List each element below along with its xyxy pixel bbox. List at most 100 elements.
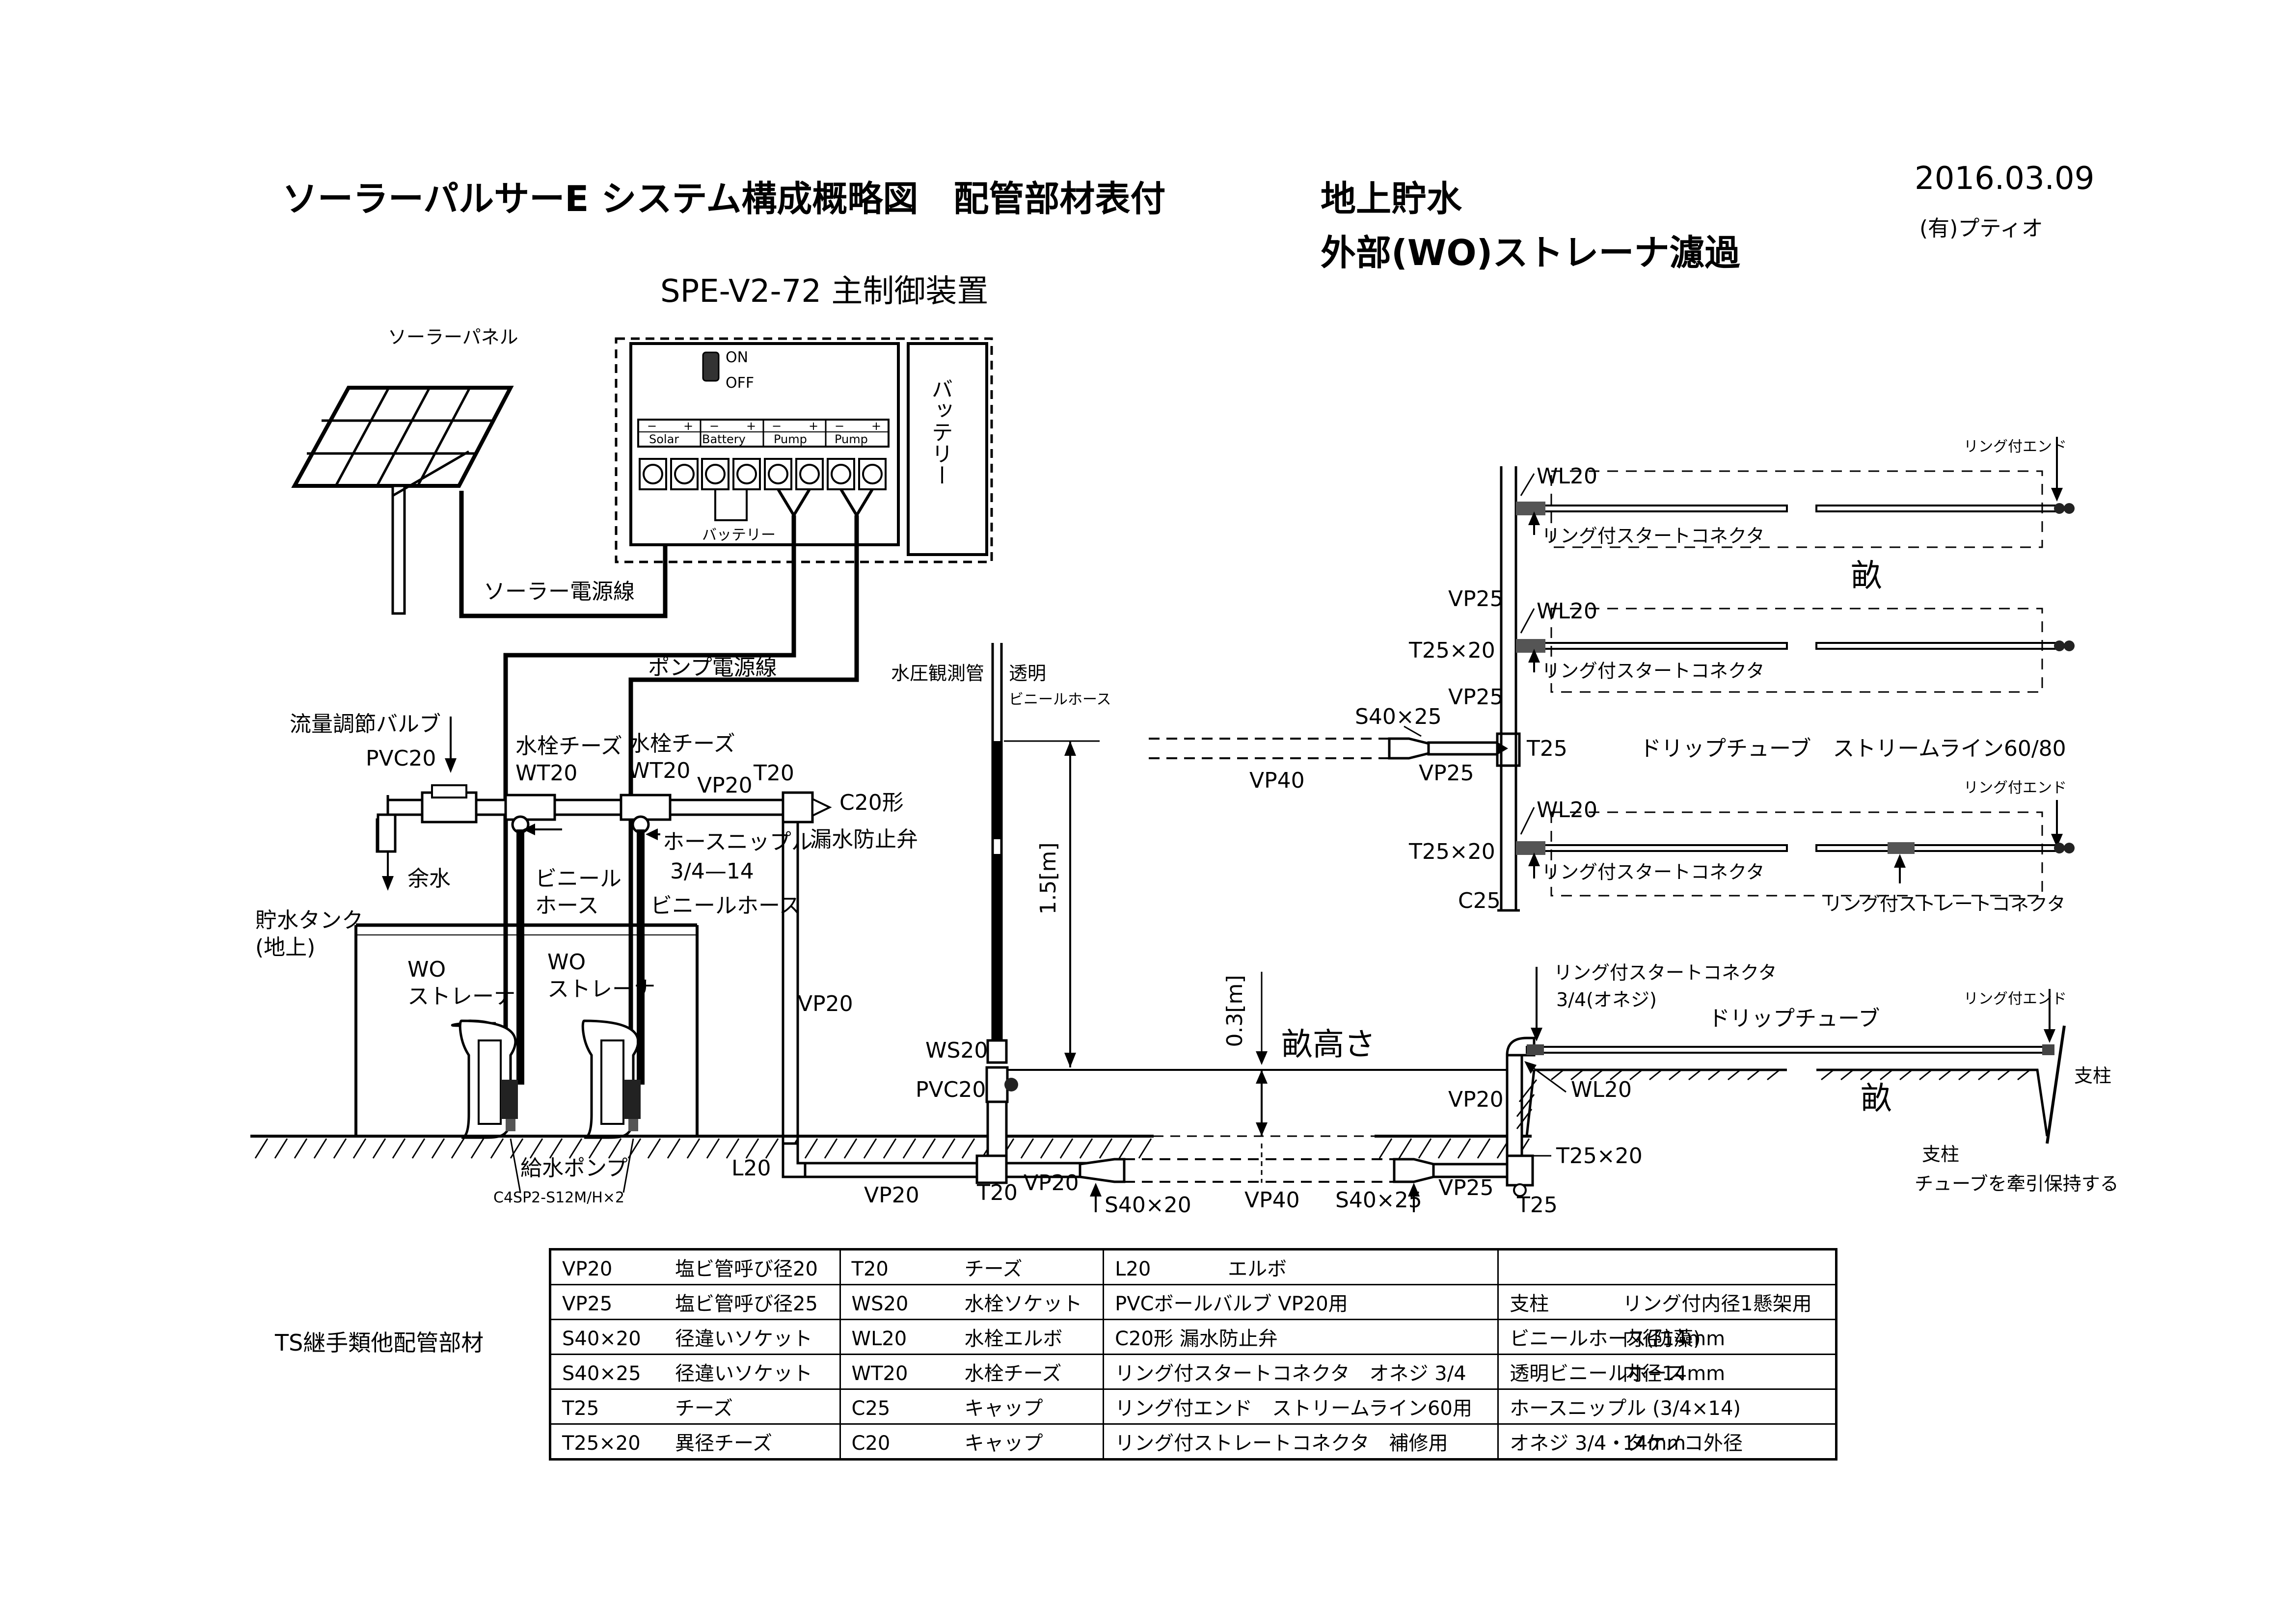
table-cell: リング付ストレートコネクタ 補修用 xyxy=(1103,1423,1499,1460)
vp25-mid-label: VP25 xyxy=(1419,761,1474,786)
terminal-minus-2: − xyxy=(709,419,719,433)
part-desc: チーズ xyxy=(964,1258,1023,1280)
t25x20-b-label: T25×20 xyxy=(1408,839,1495,864)
pvc-ball-valve[interactable] xyxy=(985,1066,1018,1103)
tap-tee-1 xyxy=(504,794,556,864)
part-desc: エルボ xyxy=(1228,1258,1287,1280)
hose-nipple-label: ホースニップル xyxy=(663,829,813,854)
part-code: L20 xyxy=(1115,1258,1151,1280)
c20-label: C20形 xyxy=(839,790,904,815)
part-desc: チーズ xyxy=(675,1397,733,1420)
t20-bottom xyxy=(975,1154,1008,1184)
part-desc: 14mm xyxy=(1622,1432,1686,1455)
wo1b-label: ストレーナ xyxy=(407,984,515,1009)
part-code: ビニールホース(防藻) xyxy=(1510,1328,1701,1350)
controller-outer xyxy=(615,337,993,563)
vp20-top-label: VP20 xyxy=(697,773,753,798)
wo1-label: WO xyxy=(407,957,446,982)
vp25-a-label: VP25 xyxy=(1448,586,1504,612)
part-desc: 内径14mm xyxy=(1622,1362,1726,1385)
terminal-plus-2: + xyxy=(746,419,756,433)
s40x20-label: S40×20 xyxy=(1105,1193,1191,1218)
tank-label: 貯水タンク xyxy=(255,908,363,933)
t25x20-a-label: T25×20 xyxy=(1408,638,1495,663)
ws20-fitting xyxy=(986,1039,1008,1064)
vp20-bot-label: VP20 xyxy=(864,1183,919,1208)
vp20-bot2-label: VP20 xyxy=(1024,1171,1079,1196)
s40x25-bot-label: S40×25 xyxy=(1335,1188,1422,1213)
battery-box xyxy=(907,342,988,556)
t20-top-label: T20 xyxy=(753,761,794,786)
part-code: T25×20 xyxy=(562,1432,641,1455)
solar-wire xyxy=(459,491,668,618)
terminal-plus-1: + xyxy=(683,419,693,433)
part-desc: 径違いソケット xyxy=(675,1328,812,1350)
wl20-bot-label: WL20 xyxy=(1571,1077,1632,1102)
ground-line-right xyxy=(1375,1135,1532,1159)
drip-tube-bottom xyxy=(1526,1046,2053,1054)
ring-end3-label: リング付エンド xyxy=(1964,779,2067,797)
table-cell xyxy=(1497,1249,1837,1285)
table-cell: 透明ビニールホース内径14mm xyxy=(1497,1354,1837,1390)
part-desc: リング付スタートコネクタ オネジ 3/4 xyxy=(1115,1362,1466,1385)
part-code: ホースニップル (3/4×14) xyxy=(1510,1397,1741,1420)
post-note2-label: チューブを牽引保持する xyxy=(1915,1173,2119,1195)
vp25-b-label: VP25 xyxy=(1448,685,1504,710)
company-text: (有)プティオ xyxy=(1919,216,2043,241)
terminal-minus-3: − xyxy=(772,419,782,433)
tap-tee2-label: 水栓チーズ xyxy=(628,731,735,756)
post-label: 支柱 xyxy=(2074,1065,2111,1087)
part-code: S40×20 xyxy=(562,1328,641,1350)
vp20-right-label: VP20 xyxy=(1448,1087,1504,1112)
elbow-l20 xyxy=(782,1142,807,1178)
leak-valve-label: 漏水防止弁 xyxy=(810,827,918,852)
t25-bottom xyxy=(1506,1154,1534,1187)
vp20-riser xyxy=(1506,1054,1523,1157)
solar-wire-label: ソーラー電源線 xyxy=(484,579,635,604)
part-code: 透明ビニールホース xyxy=(1510,1362,1686,1385)
table-cell: ホースニップル (3/4×14) xyxy=(1497,1388,1837,1425)
table-cell: S40×20 径違いソケット xyxy=(549,1319,841,1355)
vinyl-hose1-label: ビニール xyxy=(535,866,621,891)
part-desc: PVCボールバルブ VP20用 xyxy=(1115,1293,1348,1315)
ridge-bottom-right xyxy=(1816,1068,2049,1137)
terminal-pump1: Pump xyxy=(774,432,807,446)
wt20-2-label: WT20 xyxy=(628,758,690,783)
t20-top xyxy=(782,791,814,824)
date-text: 2016.03.09 xyxy=(1915,160,2094,197)
part-desc: 内径14mm xyxy=(1622,1328,1726,1350)
wt20-1-label: WT20 xyxy=(515,761,577,786)
part-code: WT20 xyxy=(851,1362,908,1385)
flow-valve[interactable] xyxy=(421,784,478,824)
part-code: WL20 xyxy=(851,1328,907,1350)
pressure-tube-label: 水圧観測管 xyxy=(891,663,984,684)
part-desc: 異径チーズ xyxy=(675,1432,772,1455)
parts-table-label: TS継手類他配管部材 xyxy=(275,1330,484,1356)
power-switch[interactable] xyxy=(702,351,720,382)
table-cell: C20形 漏水防止弁 xyxy=(1103,1319,1499,1355)
table-cell: リング付スタートコネクタ オネジ 3/4 xyxy=(1103,1354,1499,1390)
drip-row-2 xyxy=(1516,608,2075,693)
part-desc: C20形 漏水防止弁 xyxy=(1115,1328,1278,1350)
wl20-2-label: WL20 xyxy=(1537,599,1597,624)
ridge-bot-label: 畝 xyxy=(1861,1081,1892,1117)
s40x25-mid-label: S40×25 xyxy=(1355,704,1442,729)
part-desc: 水栓チーズ xyxy=(964,1362,1062,1385)
part-code: 支柱 xyxy=(1510,1293,1549,1315)
height-03-label: 0.3[m] xyxy=(1222,975,1247,1047)
part-desc: 塩ビ管呼び径25 xyxy=(675,1293,818,1315)
vp40-mid-label: VP40 xyxy=(1249,768,1305,793)
terminal-battery: Battery xyxy=(702,432,746,446)
pump-cable-1 xyxy=(503,515,796,1129)
switch-off-label: OFF xyxy=(726,374,754,392)
part-code: C25 xyxy=(851,1397,891,1420)
